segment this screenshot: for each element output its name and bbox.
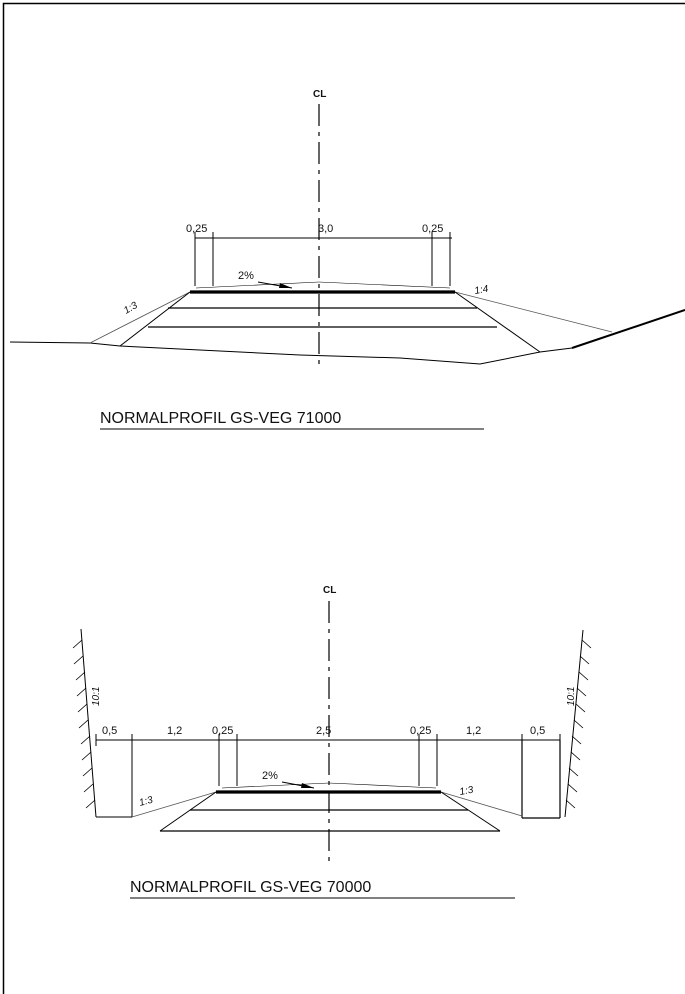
- centerline-label: CL: [313, 89, 326, 100]
- profile-71000: CL 0,25 3,0 0,25 2% 1:3 1:4 NORMAL: [9, 89, 685, 430]
- road-crown: [328, 782, 437, 789]
- slope-label-right: 1:3: [459, 785, 475, 798]
- dimension-label: 0,5: [102, 725, 117, 737]
- terrain-line: [9, 309, 685, 365]
- wall-right: [564, 629, 584, 818]
- crossfall-label: 2%: [262, 770, 278, 782]
- slope-left-line: [89, 291, 191, 344]
- wall-slope-label-left: 10:1: [91, 687, 102, 706]
- wall-hatch-right: [565, 639, 592, 809]
- crossfall-label: 2%: [238, 270, 254, 282]
- dimension-label: 1,2: [167, 725, 182, 737]
- slope-left-line: [131, 791, 217, 818]
- profile-title: NORMALPROFIL GS-VEG 70000: [130, 879, 371, 896]
- road-crown: [221, 782, 330, 789]
- wall-slope-label-right: 10:1: [566, 687, 577, 706]
- slope-right-inner: [440, 791, 501, 832]
- dimension-label: 0,25: [410, 725, 431, 737]
- slope-label-left: 1:3: [122, 300, 140, 317]
- dimension-label: 2,5: [316, 725, 331, 737]
- dimension-label: 1,2: [466, 725, 481, 737]
- slope-right-inner: [454, 291, 541, 353]
- profile-title: NORMALPROFIL GS-VEG 71000: [100, 410, 341, 427]
- road-crown: [195, 281, 320, 289]
- profile-70000: CL 10:1 10:1: [72, 585, 592, 899]
- slope-left-inner: [159, 791, 217, 832]
- slope-left-inner: [119, 291, 191, 347]
- slope-label-right: 1:4: [474, 284, 490, 297]
- terrain-right-heavy: [571, 309, 685, 349]
- slope-right-line: [440, 791, 523, 817]
- wall-hatch-left: [72, 639, 96, 809]
- dimension-label: 0,25: [422, 223, 443, 235]
- dimension-label: 0,25: [212, 725, 233, 737]
- dimension-label: 3,0: [318, 223, 333, 235]
- crossfall-arrowhead: [301, 783, 314, 788]
- dimension-label: 0,25: [186, 223, 207, 235]
- dimension-label: 0,5: [530, 725, 545, 737]
- slope-label-left: 1:3: [138, 795, 155, 809]
- centerline-label: CL: [323, 585, 336, 596]
- slope-right-line: [454, 291, 613, 333]
- wall-left: [80, 628, 97, 818]
- crossfall-arrowhead: [279, 283, 292, 288]
- road-crown: [318, 281, 451, 289]
